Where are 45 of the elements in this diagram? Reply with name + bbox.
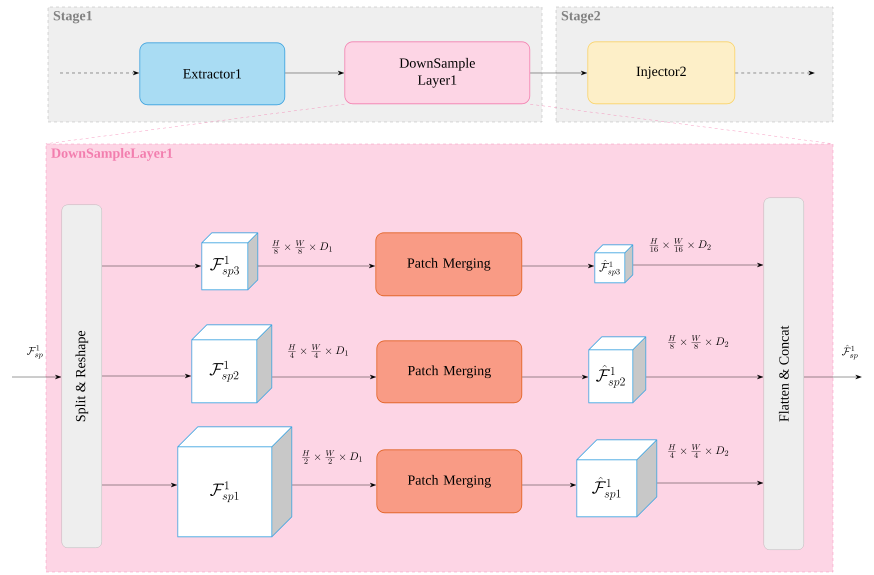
edge-label: $\frac{H}{8}\times\frac{W}{8}\times D_{2}$ — [668, 335, 728, 349]
arrow — [12, 374, 62, 380]
cube: $\hat{\mathcal{F}}^{1}_{sp3}$ — [594, 244, 634, 284]
arrow — [102, 482, 177, 488]
process-box: DownSample Layer1 — [344, 41, 530, 104]
edge-label: $\frac{H}{2}\times\frac{W}{2}\times D_{1}$ — [302, 450, 362, 464]
edge-label: $\mathcal{F}^{1}_{sp}$ — [26, 345, 43, 359]
arrow — [258, 264, 376, 268]
arrow — [285, 70, 344, 76]
edge-label: $\frac{H}{16}\times\frac{W}{16}\times D_{2}$ — [650, 238, 711, 252]
arrow — [530, 70, 588, 76]
arrow — [633, 262, 764, 268]
arrow — [522, 264, 594, 268]
process-box: Patch Merging — [375, 232, 522, 296]
arrow — [522, 482, 576, 488]
arrow — [804, 374, 862, 380]
arrow — [60, 70, 139, 76]
arrow — [102, 374, 191, 378]
leader-line — [530, 104, 834, 144]
edge-label: $\frac{H}{8}\times\frac{W}{8}\times D_{1}$ — [272, 240, 332, 254]
edge-label: $\frac{H}{4}\times\frac{W}{4}\times D_{1}$ — [288, 344, 348, 358]
arrow — [272, 374, 376, 380]
leader-line — [46, 104, 345, 144]
process-box: Patch Merging — [376, 340, 522, 404]
cube: $\hat{\mathcal{F}}^{1}_{sp1}$ — [576, 439, 658, 518]
process-box: Injector2 — [587, 41, 736, 104]
cube: $\mathcal{F}^{1}_{sp1}$ — [177, 426, 292, 538]
edge-label: $\frac{H}{4}\times\frac{W}{4}\times D_{2}$ — [668, 444, 728, 458]
arrow — [735, 70, 815, 76]
process-box: Extractor1 — [139, 42, 286, 106]
process-box: Patch Merging — [376, 449, 522, 514]
panel-title: Stage1 — [54, 11, 92, 24]
cube: $\hat{\mathcal{F}}^{1}_{sp2}$ — [588, 336, 646, 404]
cube: $\mathcal{F}^{1}_{sp3}$ — [201, 232, 258, 290]
cube: $\mathcal{F}^{1}_{sp2}$ — [191, 324, 272, 404]
process-bar: Flatten & Concat — [764, 198, 804, 550]
panel-title: DownSampleLayer1 — [51, 148, 172, 161]
panel-title: Stage2 — [562, 11, 600, 24]
arrow — [657, 480, 764, 486]
arrow — [292, 482, 376, 488]
process-bar: Split & Reshape — [62, 204, 102, 548]
arrow — [646, 374, 764, 380]
arrow — [102, 264, 201, 268]
edge-label: $\hat{\mathcal{F}}^{1}_{sp}$ — [842, 344, 858, 360]
arrow — [522, 374, 588, 380]
